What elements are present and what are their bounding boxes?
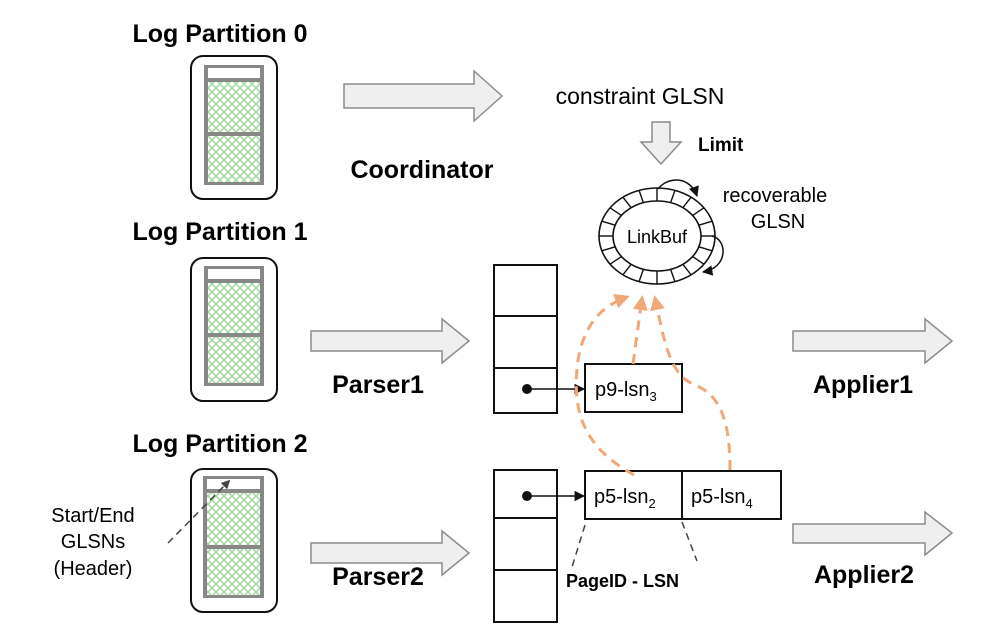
header-annotation-line-3: (Header) <box>54 558 133 580</box>
linkbuf-slot-divider <box>622 196 632 209</box>
lsn-pointer-line <box>681 521 698 562</box>
log-partition-2: Log Partition 2 <box>133 430 308 613</box>
parser2-arrow-icon <box>310 529 471 577</box>
limit-down-arrow-icon <box>639 121 683 166</box>
parser1-arrow-icon <box>310 317 471 365</box>
partition-2-header-slot <box>207 479 260 489</box>
parser2-label: Parser2 <box>332 563 424 591</box>
linkbuf-slot-divider <box>682 196 692 209</box>
applier1-label: Applier1 <box>813 371 913 399</box>
partition-1-log-block <box>208 337 260 383</box>
record-p5-lsn4: p5-lsn4 <box>681 470 782 520</box>
linkbuf-label: LinkBuf <box>627 227 688 247</box>
hash-table-1 <box>493 264 586 414</box>
header-pointer-arrow <box>167 479 231 544</box>
partition-0-label: Log Partition 0 <box>133 20 308 48</box>
partition-1-log-block <box>208 283 260 333</box>
dependency-arrow-p5-lsn2 <box>574 294 635 477</box>
linkbuf-slot-divider <box>638 190 645 203</box>
parser1-stage: Parser1 <box>310 317 471 399</box>
pageid-pointer-line <box>571 524 586 568</box>
recoverable-glsn-label-line-1: recoverable <box>723 185 828 207</box>
recoverable-advance-arrow-top <box>657 179 699 197</box>
coordinator-stage: Coordinator <box>343 69 504 184</box>
linkbuf-slot-divider <box>601 246 616 252</box>
record-p5-lsn4-label: p5-lsn4 <box>691 486 753 511</box>
linkbuf-slot-divider <box>669 190 676 203</box>
partition-2-log-block <box>207 493 260 545</box>
limit-label: Limit <box>698 135 744 156</box>
partition-1-column <box>204 266 264 386</box>
parser2-stage: Parser2 <box>310 529 471 591</box>
applier2-label: Applier2 <box>814 561 914 589</box>
hash-bucket <box>493 264 558 317</box>
dependency-arrow-p9-lsn3 <box>631 295 648 365</box>
hash-table-2 <box>493 469 586 623</box>
partition-1-header-slot <box>208 269 260 279</box>
log-partition-1: Log Partition 1 <box>133 218 308 402</box>
record-p9-lsn3: p9-lsn3 <box>584 363 683 413</box>
applier1-stage: Applier1 <box>792 317 954 399</box>
dependency-arrow-p5-lsn4 <box>650 295 732 471</box>
coordinator-label: Coordinator <box>350 156 493 184</box>
partition-0-header-slot <box>208 68 260 78</box>
linkbuf-slot-divider <box>609 255 622 265</box>
partition-2-label: Log Partition 2 <box>133 430 308 458</box>
recoverable-glsn-label-line-2: GLSN <box>751 211 805 233</box>
linkbuf-slot-divider <box>692 207 705 217</box>
partition-0-column <box>204 65 264 185</box>
limit-indicator: Limit <box>639 121 744 166</box>
pageid-lsn-annotation: PageID - LSN <box>566 521 698 591</box>
recoverable-advance-arrow-side <box>701 235 724 276</box>
constraint-glsn-label: constraint GLSN <box>556 83 725 109</box>
partition-1-label: Log Partition 1 <box>133 218 308 246</box>
linkbuf-slot-divider <box>638 269 645 282</box>
partition-0-log-block <box>208 82 260 132</box>
applier1-arrow-icon <box>792 317 954 365</box>
linkbuf-slot-divider <box>601 220 616 226</box>
linkbuf-slot-divider <box>698 246 713 252</box>
parser1-label: Parser1 <box>332 371 424 399</box>
linkbuf-slot-divider <box>609 207 622 217</box>
linkbuf-ring-buffer: LinkBuf <box>598 179 724 285</box>
linkbuf-slot-divider <box>669 269 676 282</box>
applier2-stage: Applier2 <box>792 510 954 589</box>
pageid-lsn-label: PageID - LSN <box>566 571 679 591</box>
hash-bucket <box>493 517 558 571</box>
header-annotation-line-1: Start/End <box>51 505 134 527</box>
linkbuf-slot-divider <box>622 263 632 276</box>
linkbuf-slot-divider <box>682 263 692 276</box>
linkbuf-slot-divider <box>692 255 705 265</box>
partition-2-log-block <box>207 549 260 595</box>
partition-2-column <box>203 476 264 598</box>
log-partition-0: Log Partition 0 <box>133 20 308 200</box>
hash-bucket <box>493 569 558 623</box>
coordinator-arrow-icon <box>343 69 504 123</box>
applier2-arrow-icon <box>792 510 954 557</box>
header-annotation-line-2: GLSNs <box>61 531 125 553</box>
header-annotation: Start/End GLSNs (Header) <box>51 479 231 580</box>
record-p5-lsn2: p5-lsn2 <box>584 470 683 520</box>
record-p5-lsn2-label: p5-lsn2 <box>594 486 656 511</box>
partition-0-log-block <box>208 136 260 182</box>
hash-bucket <box>493 315 558 369</box>
dependency-arrows <box>574 294 732 477</box>
linkbuf-slot-divider <box>698 220 713 226</box>
record-p9-label: p9-lsn3 <box>595 379 657 404</box>
